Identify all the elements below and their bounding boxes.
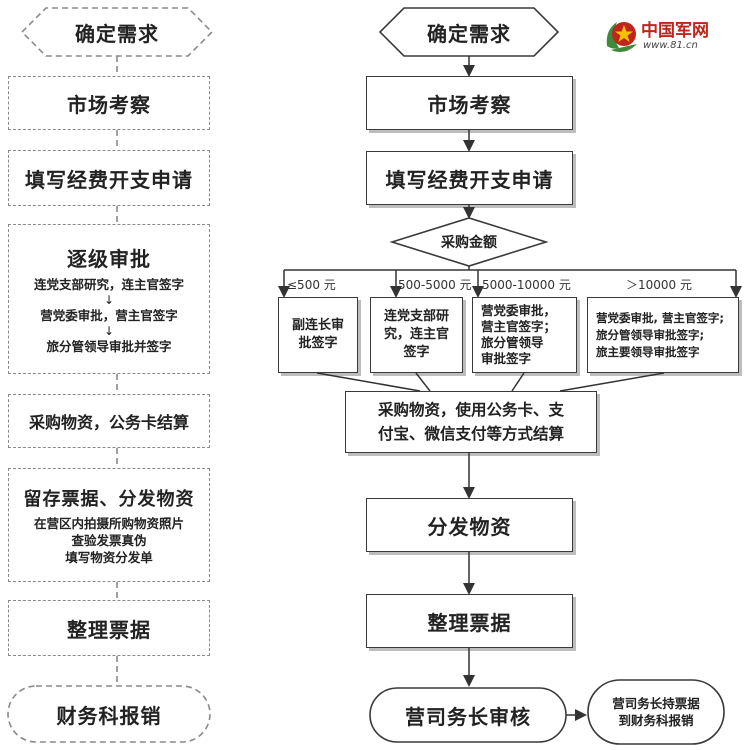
right-purchase-box: 采购物资，使用公务卡、支 付宝、微信支付等方式结算	[345, 391, 597, 453]
approval-branch-3-line2: 营主官签字；	[481, 319, 557, 334]
range-label-1: ≤500 元	[287, 278, 336, 292]
approval-branch-2: 连党支部研 究，连主官 签字	[370, 297, 463, 373]
left-organize-box: 整理票据	[8, 600, 210, 656]
left-purchase-label: 采购物资，公务卡结算	[28, 413, 189, 432]
merge-line-1	[316, 372, 421, 392]
left-keep-title: 留存票据、分发物资	[23, 488, 195, 510]
approval-branch-1-line2: 批签字	[298, 336, 338, 351]
left-market-survey-label: 市场考察	[67, 92, 151, 117]
approval-branch-2-line3: 签字	[403, 345, 430, 360]
left-market-survey-box: 市场考察	[8, 76, 210, 130]
merge-line-2	[415, 372, 431, 392]
right-purchase-line2: 付宝、微信支付等方式结算	[377, 425, 564, 443]
camp-review: 营司务长审核	[370, 688, 566, 742]
right-distribute-box: 分发物资	[366, 498, 573, 552]
left-end-stadium	[7, 685, 211, 743]
left-fill-application-box: 填写经费开支申请	[8, 150, 210, 206]
logo-name: 中国军网	[641, 21, 709, 41]
left-start-hexagon	[20, 7, 214, 57]
right-market-survey-box: 市场考察	[366, 76, 573, 130]
right-purchase-line1: 采购物资，使用公务卡、支	[377, 401, 564, 419]
approval-branch-1: 副连长审 批签字	[278, 297, 358, 373]
amount-decision: 采购金额	[392, 218, 546, 266]
left-keep-receipts-box: 留存票据、分发物资 在营区内拍摄所购物资照片 查验发票真伪 填写物资分发单	[8, 468, 210, 582]
right-organize-box: 整理票据	[366, 594, 573, 648]
right-distribute-label: 分发物资	[427, 514, 512, 539]
approval-branch-3: 营党委审批， 营主官签字； 旅分管领导 审批签字	[472, 297, 577, 373]
left-define-needs: 确定需求	[22, 8, 212, 56]
logo-url: www.81.cn	[643, 40, 698, 51]
left-approval-line3: 旅分管领导审批并签字	[46, 339, 172, 354]
approval-branch-2-line1: 连党支部研	[383, 309, 449, 324]
camp-review-label: 营司务长审核	[405, 704, 531, 729]
left-reimburse-label: 财务科报销	[56, 703, 162, 728]
left-purchase-box: 采购物资，公务卡结算	[8, 394, 210, 448]
left-organize-label: 整理票据	[67, 617, 151, 642]
left-approval-title: 逐级审批	[67, 247, 151, 271]
left-approval-line1: 连党支部研究，连主官签字	[33, 277, 184, 292]
approval-branch-1-line1: 副连长审	[291, 318, 344, 333]
left-define-needs-label: 确定需求	[75, 21, 159, 46]
approval-branch-4-line1: 营党委审批, 营主官签字;	[596, 310, 724, 325]
range-label-2: 500-5000 元	[398, 278, 472, 292]
star-icon	[606, 22, 637, 52]
down-arrow-icon: ↓	[103, 324, 115, 338]
note-stadium	[587, 679, 725, 745]
approval-branch-4-line3: 旅主要领导审批签字	[596, 344, 700, 359]
left-keep-line1: 在营区内拍摄所购物资照片	[33, 515, 184, 531]
amount-decision-label: 采购金额	[441, 235, 497, 251]
reimburse-note: 营司务长持票据 到财务科报销	[588, 680, 724, 744]
approval-branch-3-line1: 营党委审批，	[481, 303, 557, 318]
approval-branch-4-line2: 旅分管领导审批签字;	[596, 327, 705, 342]
right-fill-application-label: 填写经费开支申请	[385, 167, 554, 192]
merge-line-3	[511, 372, 525, 392]
down-arrow-icon: ↓	[103, 293, 115, 307]
right-organize-label: 整理票据	[427, 610, 512, 635]
right-define-needs-label: 确定需求	[427, 21, 511, 46]
approval-branch-3-line4: 审批签字	[481, 351, 532, 366]
left-keep-line2: 查验发票真伪	[71, 532, 147, 548]
approval-branch-4: 营党委审批, 营主官签字; 旅分管领导审批签字; 旅主要领导审批签字	[587, 297, 739, 373]
reimburse-note-line1: 营司务长持票据	[612, 696, 700, 711]
merge-line-4	[559, 372, 665, 392]
amount-decision-diamond	[389, 217, 549, 267]
left-fill-application-label: 填写经费开支申请	[25, 167, 193, 192]
left-approval-line2: 营党委审批，营主官签字	[40, 308, 178, 323]
approval-branch-3-line3: 旅分管领导	[481, 335, 544, 350]
range-label-4: ＞10000 元	[626, 278, 692, 292]
right-define-needs: 确定需求	[380, 8, 558, 56]
left-approval-box: 逐级审批 连党支部研究，连主官签字 ↓ 营党委审批，营主官签字 ↓ 旅分管领导审…	[8, 224, 210, 374]
reimburse-note-line2: 到财务科报销	[618, 713, 694, 728]
left-reimburse: 财务科报销	[8, 686, 210, 742]
left-keep-line3: 填写物资分发单	[65, 549, 153, 565]
right-start-hexagon	[378, 7, 560, 57]
approval-branch-2-line2: 究，连主官	[383, 327, 449, 342]
range-label-3: 5000-10000 元	[482, 278, 571, 292]
right-market-survey-label: 市场考察	[427, 92, 512, 117]
site-logo: 中国军网 www.81.cn	[603, 14, 738, 62]
right-fill-application-box: 填写经费开支申请	[366, 151, 573, 205]
